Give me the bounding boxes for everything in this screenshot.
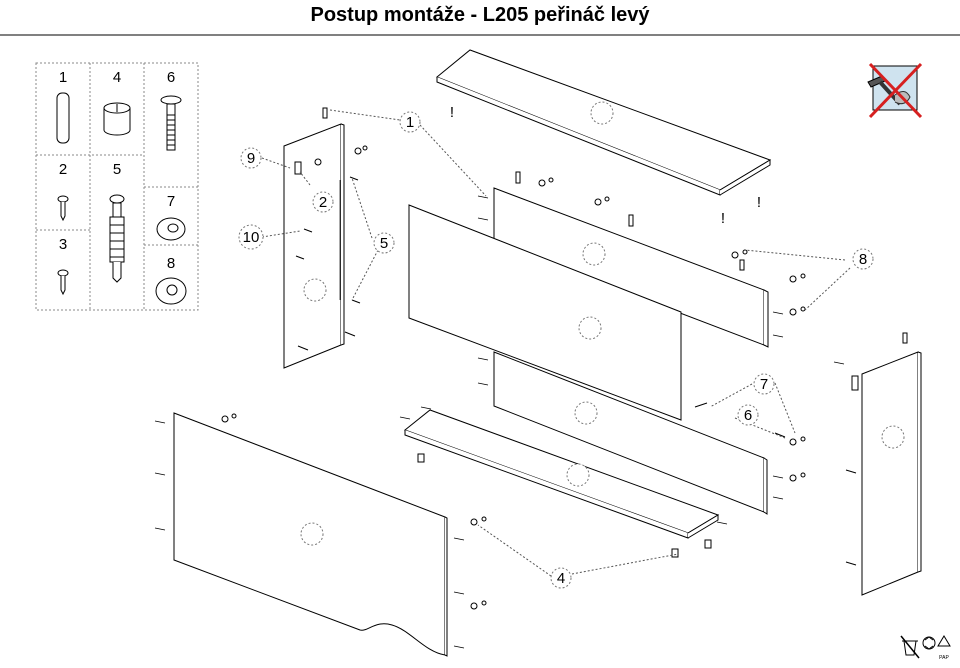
hardware-marks — [154, 107, 908, 649]
callout-10: 10 — [243, 229, 260, 246]
legend-label-8: 8 — [167, 255, 175, 272]
callout-8: 8 — [859, 251, 867, 268]
panel-e — [861, 351, 922, 596]
large-cover-cap-icon — [155, 277, 187, 305]
callout-6: 6 — [744, 407, 752, 424]
panel-d — [283, 123, 345, 369]
callout-7: 7 — [760, 376, 768, 393]
pap-label: PAP — [939, 655, 949, 661]
wooden-dowel-icon — [56, 92, 70, 144]
callout-9: 9 — [247, 150, 255, 167]
recycle-symbol-icon — [922, 636, 936, 650]
legend-label-7: 7 — [167, 193, 175, 210]
panel-g — [493, 351, 768, 515]
cam-lock-icon — [103, 102, 131, 136]
callout-circles — [238, 101, 905, 589]
callout-1: 1 — [406, 114, 414, 131]
no-hammer-icon — [867, 62, 923, 119]
panel-b — [403, 409, 720, 539]
connector-bolt-icon — [160, 95, 182, 151]
warning-mark: ! — [757, 194, 761, 211]
legend-label-1: 1 — [59, 69, 67, 86]
cam-pin-icon — [109, 194, 125, 283]
pap-recycle-icon — [937, 635, 951, 647]
page-title: Postup montáže - L205 peřináč levý — [310, 4, 650, 26]
hardware-legend — [35, 62, 199, 311]
callout-4: 4 — [557, 570, 565, 587]
short-screw-icon — [57, 269, 69, 296]
legend-label-6: 6 — [167, 69, 175, 86]
callout-2: 2 — [319, 194, 327, 211]
legend-label-5: 5 — [113, 161, 121, 178]
screw-icon — [57, 195, 69, 222]
legend-label-3: 3 — [59, 236, 67, 253]
recycle-bin-icon — [900, 635, 920, 659]
warning-mark: ! — [721, 210, 725, 227]
leader-lines — [261, 109, 851, 577]
warning-mark: ! — [450, 104, 454, 121]
panel-f — [493, 187, 769, 348]
callout-5: 5 — [380, 235, 388, 252]
panel-h — [408, 204, 682, 421]
legend-label-2: 2 — [59, 161, 67, 178]
cover-cap-icon — [156, 217, 186, 241]
legend-label-4: 4 — [113, 69, 121, 86]
